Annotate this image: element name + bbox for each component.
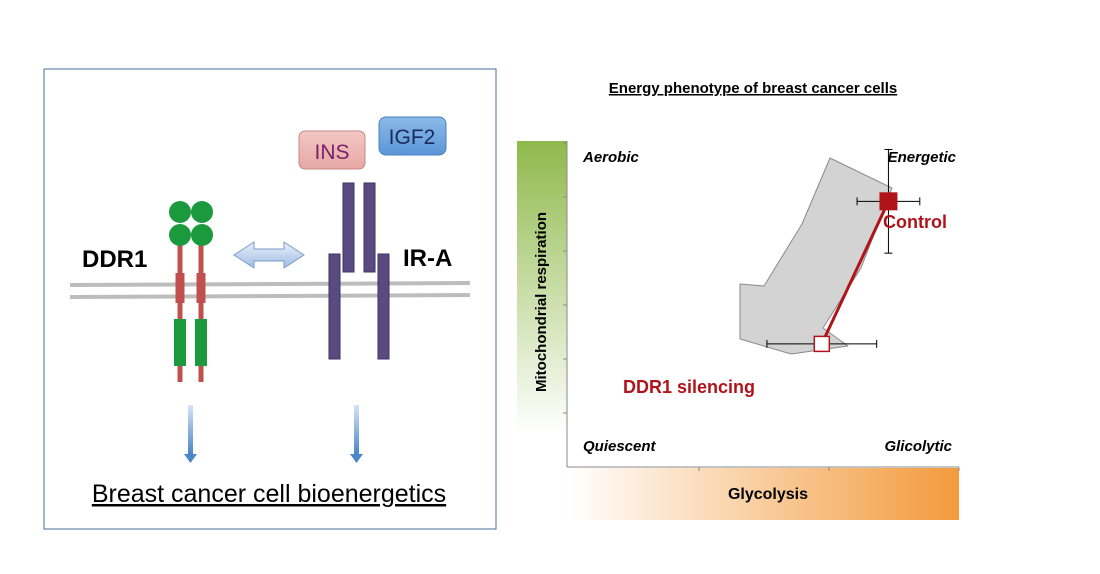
ddr1-domain-2	[191, 201, 213, 223]
chart-title: Energy phenotype of breast cancer cells	[609, 80, 897, 97]
energy-chart: Energy phenotype of breast cancer cells …	[517, 80, 960, 520]
ddr1-label: DDR1	[82, 246, 147, 273]
control-point	[879, 192, 898, 211]
ddr1-tm-right	[196, 273, 206, 303]
membrane-line-top	[69, 281, 471, 287]
ddr1-domain-3	[169, 224, 191, 246]
quadrant-label-glicolytic: Glicolytic	[884, 438, 952, 455]
data-marks	[766, 148, 921, 353]
ir-a-bar-3	[328, 253, 341, 360]
ins-label: INS	[314, 141, 349, 164]
ir-a-label: IR-A	[403, 245, 452, 272]
ir-a-bar-1	[342, 182, 355, 273]
ddr1-silencing-label: DDR1 silencing	[623, 377, 755, 397]
quadrant-label-quiescent: Quiescent	[583, 438, 657, 455]
x-axis-ticks	[698, 467, 960, 471]
quadrant-label-energetic: Energetic	[888, 149, 957, 166]
trend-arrow	[739, 157, 893, 355]
connector-line	[820, 200, 890, 345]
igf2-ligand: IGF2	[378, 116, 447, 156]
y-axis-label: Mitochondrial respiration	[533, 212, 550, 392]
ins-box	[298, 130, 366, 170]
interaction-double-arrow	[233, 241, 305, 269]
ddr1-domain-4	[191, 224, 213, 246]
ddr1-domain-1	[169, 201, 191, 223]
x-axis-gradient-bar	[567, 468, 959, 520]
bioenergetics-caption: Breast cancer cell bioenergetics	[92, 480, 446, 508]
down-arrow-ddr1	[184, 405, 197, 463]
y-axis-ticks	[563, 142, 567, 414]
ddr1-receptor	[169, 201, 213, 382]
ir-a-bar-2	[363, 182, 376, 273]
ir-a-receptor	[328, 182, 390, 360]
left-panel: DDR1 IR-A INS IGF2 Breast canc	[43, 68, 497, 530]
down-arrow-ddr1-shaft	[188, 405, 193, 454]
membrane-line-bottom	[69, 293, 471, 299]
x-axis-label: Glycolysis	[728, 486, 808, 503]
ddr1-silencing-point	[813, 335, 831, 353]
down-arrow-ir-a	[350, 405, 363, 463]
ddr1-kinase-left	[174, 319, 186, 366]
ddr1-tm-left	[175, 273, 185, 303]
down-arrow-ir-a-head	[350, 454, 363, 463]
ins-ligand: INS	[298, 130, 366, 170]
control-label: Control	[883, 212, 947, 232]
ir-a-bar-4	[377, 253, 390, 360]
quadrant-label-aerobic: Aerobic	[582, 149, 640, 166]
igf2-label: IGF2	[389, 126, 436, 149]
y-axis-gradient-bar	[517, 141, 567, 433]
ddr1-kinase-right	[195, 319, 207, 366]
down-arrow-ddr1-head	[184, 454, 197, 463]
down-arrow-ir-a-shaft	[354, 405, 359, 454]
igf2-box	[378, 116, 447, 156]
